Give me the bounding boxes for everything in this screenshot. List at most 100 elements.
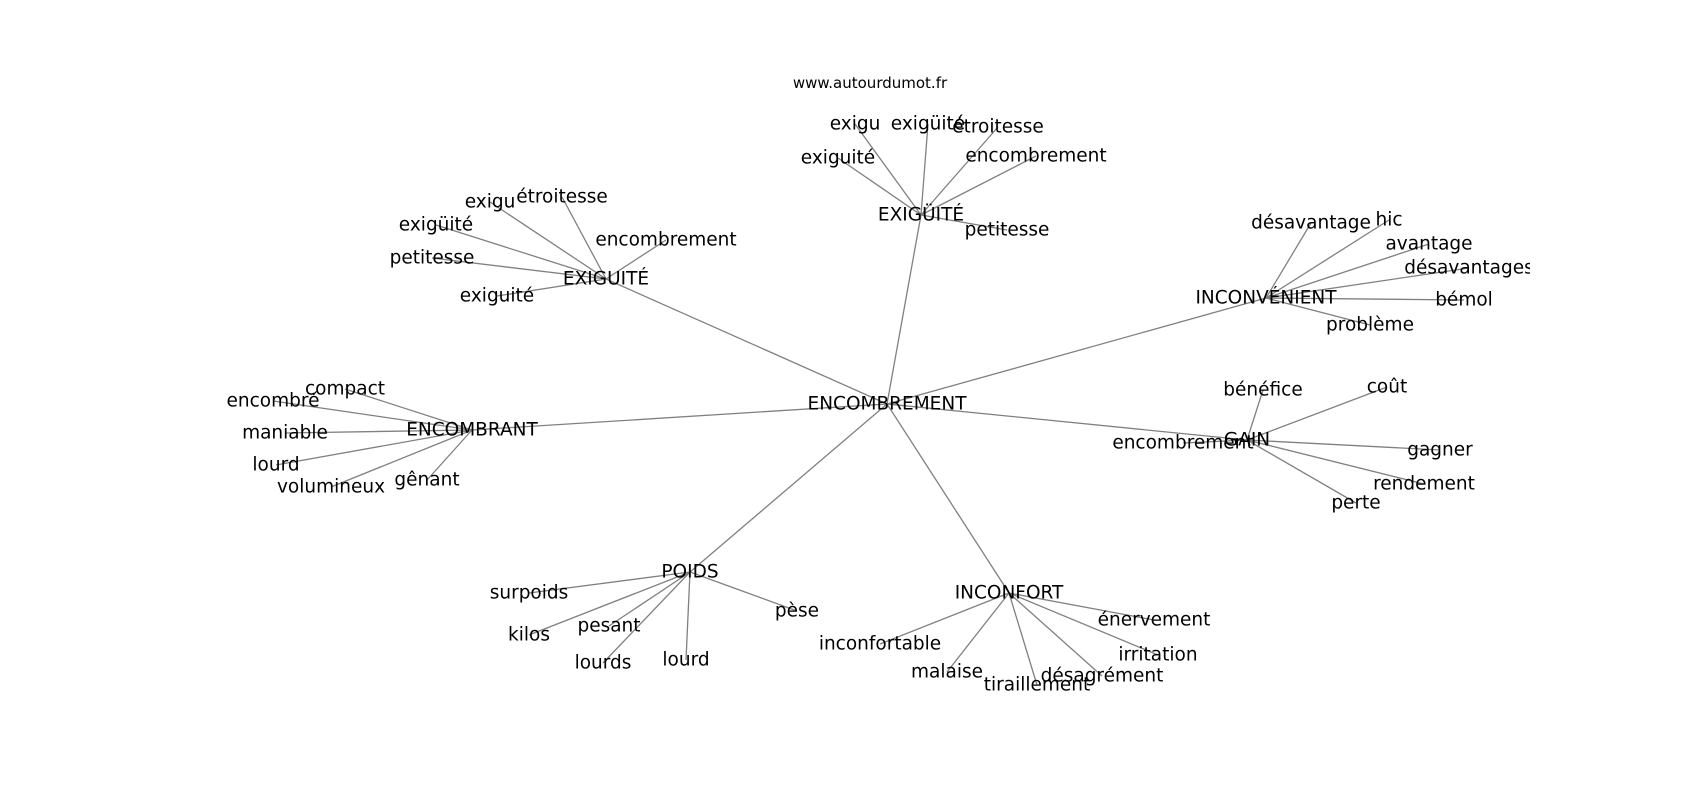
hub-node-poids: POIDS (661, 562, 718, 583)
edge-poids-po-lourds (602, 571, 691, 664)
leaf-node-po-pesant: pesant (577, 616, 640, 637)
leaf-node-in-desavantages: désavantages (1404, 258, 1533, 279)
edge-gain-ga-gagner (1246, 439, 1441, 451)
leaf-node-ec-volumineux: volumineux (277, 477, 385, 498)
edge-center-gain (886, 403, 1248, 441)
edge-gain-ga-rendement (1246, 439, 1425, 485)
leaf-node-et-exigu: exigu (830, 114, 881, 135)
graph-edges (272, 123, 1470, 686)
leaf-node-in-bemol: bémol (1435, 290, 1493, 311)
edge-inconfort-if-tiraillement (1008, 592, 1038, 686)
leaf-node-if-desagrement: désagrément (1041, 666, 1164, 687)
leaf-node-el-exigu: exigu (465, 192, 516, 213)
leaf-node-po-kilos: kilos (508, 625, 550, 646)
leaf-node-if-irritation: irritation (1118, 645, 1197, 666)
leaf-node-el-encombrement: encombrement (595, 230, 736, 251)
edge-exiguite-top-et-petitesse (920, 214, 1008, 231)
edge-center-inconvenient (886, 297, 1267, 405)
edge-poids-po-kilos (528, 571, 691, 636)
edge-inconvenient-in-desavantage (1265, 222, 1312, 299)
edge-inconfort-if-desagrement (1008, 592, 1103, 677)
edge-center-exiguite-top (886, 214, 922, 405)
edge-encombrant-ec-encombre (272, 400, 473, 431)
edge-inconvenient-in-bemol (1265, 297, 1465, 301)
center-node-label: ENCOMBREMENT (808, 394, 968, 415)
hub-node-exiguite-top: EXIGÜITÉ (878, 204, 964, 226)
leaf-node-in-probleme: problème (1326, 315, 1414, 336)
edge-exiguite-top-et-exigu (854, 123, 922, 216)
edge-inconvenient-in-hic (1265, 219, 1390, 299)
leaf-node-ec-maniable: maniable (242, 423, 328, 444)
edge-poids-po-lourd (685, 571, 691, 661)
edge-gain-ga-benefice (1246, 389, 1264, 441)
leaf-node-el-exiguite: exiguité (460, 286, 534, 307)
edge-exiguite-top-et-etroitesse (920, 126, 999, 216)
leaf-node-if-inconfortable: inconfortable (819, 634, 941, 655)
edge-gain-ga-cout (1246, 386, 1388, 441)
edge-inconvenient-in-desavantages (1265, 267, 1470, 299)
leaf-node-in-avantage: avantage (1385, 234, 1472, 255)
leaf-node-et-exiguite-umlaut: exigüité (891, 114, 965, 135)
edge-gain-ga-encombrement (1182, 439, 1248, 444)
edge-poids-po-pese (689, 571, 798, 612)
edge-encombrant-ec-compact (344, 388, 473, 431)
leaf-node-et-exiguite: exiguité (801, 148, 875, 169)
leaf-node-el-exiguite-umlaut: exigüité (399, 215, 473, 236)
leaf-node-et-etroitesse: étroitesse (952, 117, 1044, 138)
edge-inconfort-if-enervement (1008, 592, 1155, 621)
leaf-node-po-lourds: lourds (575, 653, 632, 674)
edge-encombrant-ec-volumineux (330, 429, 473, 488)
hub-node-gain: GAIN (1224, 430, 1270, 451)
leaf-node-ga-gagner: gagner (1407, 440, 1473, 461)
edge-exiguite-left-el-exiguite-umlaut (435, 224, 607, 280)
edge-exiguite-left-el-petitesse (431, 257, 607, 280)
edge-exiguite-left-el-exiguite (496, 278, 607, 297)
edge-inconfort-if-irritation (1008, 592, 1159, 656)
edge-poids-po-surpoids (528, 571, 691, 594)
edge-poids-po-pesant (608, 571, 691, 627)
edge-inconfort-if-malaise (946, 592, 1010, 673)
leaf-node-if-tiraillement: tiraillement (984, 675, 1091, 696)
edge-exiguite-top-et-exiguite-umlaut (920, 123, 929, 216)
leaf-node-et-encombrement: encombrement (965, 146, 1106, 167)
leaf-node-ec-encombre: encombré (227, 391, 320, 412)
edge-encombrant-ec-genant (426, 429, 473, 481)
hub-node-inconfort: INCONFORT (955, 583, 1064, 604)
hub-node-inconvenient: INCONVÉNIENT (1195, 287, 1337, 309)
leaf-node-po-surpoids: surpoids (490, 583, 569, 604)
edge-center-poids (689, 403, 888, 573)
edge-inconvenient-in-avantage (1265, 243, 1430, 299)
leaf-node-el-etroitesse: étroitesse (516, 187, 608, 208)
edge-exiguite-left-el-etroitesse (561, 196, 607, 280)
edge-center-inconfort (886, 403, 1010, 594)
leaf-node-el-petitesse: petitesse (390, 248, 475, 269)
source-watermark: www.autourdumot.fr (793, 74, 948, 92)
leaf-node-ga-encombrement: encombrement (1112, 433, 1253, 454)
edge-inconvenient-in-probleme (1265, 297, 1371, 326)
leaf-node-po-pese: pèse (775, 601, 819, 622)
edge-center-encombrant (471, 403, 888, 431)
hub-node-encombrant: ENCOMBRANT (406, 420, 538, 441)
leaf-node-ec-compact: compact (305, 379, 385, 400)
hub-node-exiguite-left: EXIGUITÉ (563, 268, 649, 290)
leaf-node-po-lourd: lourd (662, 650, 709, 671)
leaf-node-et-petitesse: petitesse (965, 220, 1050, 241)
leaf-node-if-malaise: malaise (911, 662, 983, 683)
edge-encombrant-ec-lourd (275, 429, 473, 466)
leaf-node-in-hic: hic (1375, 210, 1402, 231)
edge-center-exiguite-left (605, 278, 888, 405)
edge-encombrant-ec-maniable (284, 429, 473, 434)
leaf-node-ga-perte: perte (1331, 493, 1380, 514)
edge-exiguite-left-el-exigu (489, 201, 607, 280)
leaf-node-ec-lourd: lourd (252, 455, 299, 476)
leaf-node-ec-genant: gênant (394, 470, 459, 491)
leaf-node-ga-rendement: rendement (1373, 474, 1475, 495)
edge-exiguite-top-et-exiguite (837, 157, 922, 216)
leaf-node-in-desavantage: désavantage (1251, 213, 1371, 234)
edge-exiguite-top-et-encombrement (920, 155, 1037, 216)
leaf-node-ga-cout: coût (1367, 377, 1407, 398)
leaf-node-ga-benefice: bénéfice (1223, 380, 1302, 401)
edge-inconfort-if-inconfortable (879, 592, 1010, 645)
